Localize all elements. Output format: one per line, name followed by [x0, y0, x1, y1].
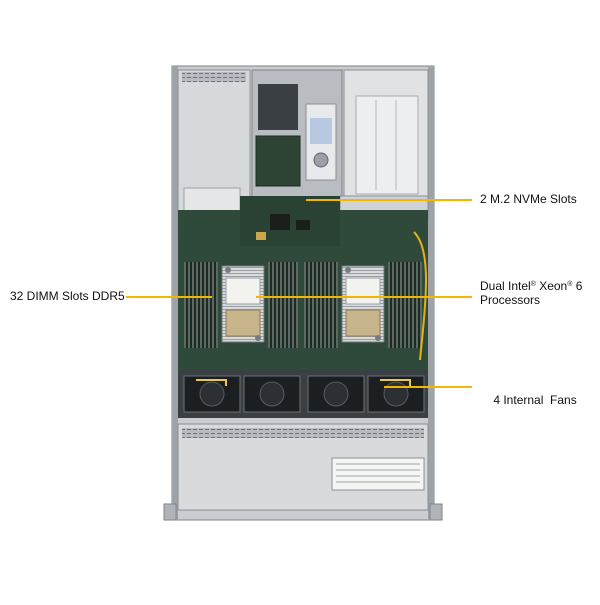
dimm-bank-3 — [304, 262, 338, 348]
fan-hub-4 — [383, 381, 409, 407]
label-cpu-family: Xeon — [535, 279, 568, 293]
registered-mark-1: ® — [530, 281, 536, 288]
dimm-bank-2 — [268, 262, 298, 348]
chassis-rail-right — [428, 66, 434, 520]
front-bay-strip — [182, 428, 424, 438]
label-cpu-brand: Dual Intel — [480, 279, 531, 293]
nvme-label — [310, 118, 332, 144]
label-fans: 4 Internal Fans — [480, 379, 577, 421]
leader-fans — [384, 386, 472, 388]
cpu-screw-1b — [255, 335, 261, 341]
service-label — [331, 457, 425, 491]
leader-nvme — [306, 199, 472, 201]
psu-vent — [182, 72, 246, 82]
cpu-label-2 — [345, 277, 381, 305]
cpu-screw-2b — [375, 335, 381, 341]
label-cpu-gen: 6 — [572, 279, 583, 293]
nvme-connector — [313, 152, 329, 168]
leader-cpu — [256, 296, 472, 298]
registered-mark-2: ® — [567, 281, 573, 288]
label-dimm-text: 32 DIMM Slots DDR5 — [10, 289, 125, 303]
fan-hub-1 — [199, 381, 225, 407]
leader-dimm — [126, 296, 212, 298]
label-cpu: Dual Intel® Xeon® 6 Processors — [480, 279, 582, 307]
dimm-bank-4 — [388, 262, 422, 348]
board-chip-3 — [256, 232, 266, 240]
fan-hub-2 — [259, 381, 285, 407]
fan-handle-4 — [380, 379, 411, 386]
label-fans-text: 4 Internal Fans — [493, 393, 577, 407]
cpu-base-2 — [345, 309, 381, 337]
cpu-screw-1a — [225, 267, 231, 273]
board-chip-2 — [296, 220, 310, 230]
dimm-bank-1 — [184, 262, 218, 348]
fan-handle-1 — [196, 379, 227, 386]
cpu-base-1 — [225, 309, 261, 337]
fan-hub-3 — [323, 381, 349, 407]
label-dimm-slots: 32 DIMM Slots DDR5 — [10, 289, 125, 303]
drive-cage-inner — [355, 95, 419, 195]
front-ear-right — [429, 503, 443, 521]
label-nvme-slots: 2 M.2 NVMe Slots — [480, 192, 577, 206]
cpu-label-1 — [225, 277, 261, 305]
riser-card — [258, 84, 298, 130]
board-chip-1 — [270, 214, 290, 230]
front-ear-left — [163, 503, 177, 521]
cpu-screw-2a — [345, 267, 351, 273]
m2-carrier — [255, 135, 301, 187]
cable — [413, 231, 427, 361]
label-cpu-line-1: Dual Intel® Xeon® 6 — [480, 279, 582, 293]
label-cpu-line-2: Processors — [480, 293, 541, 307]
label-nvme-text: 2 M.2 NVMe Slots — [480, 192, 577, 206]
chassis-rail-left — [172, 66, 178, 520]
